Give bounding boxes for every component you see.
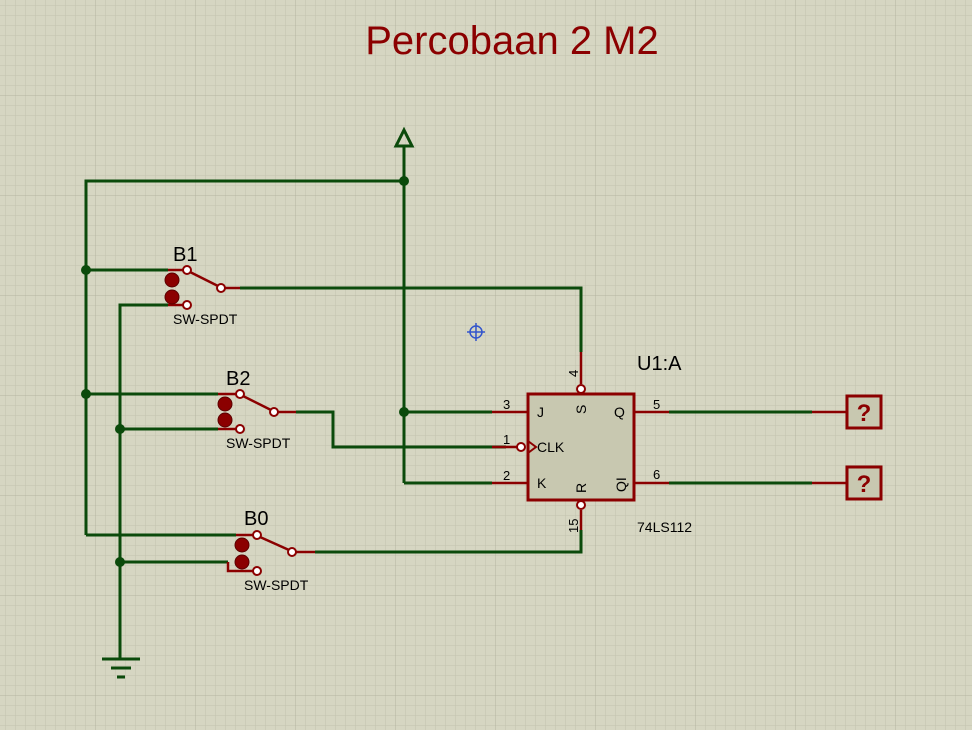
pin-name-s: S: [573, 405, 589, 414]
pin-name-j: J: [537, 404, 544, 420]
pin-number-q: 5: [653, 397, 660, 412]
probe-q-value: ?: [857, 400, 872, 427]
pin-name-k: K: [537, 475, 547, 491]
switch-b2-part: SW-SPDT: [226, 435, 291, 451]
pin-number-clk: 1: [503, 432, 510, 447]
pin-name-q: Q: [614, 404, 625, 420]
ic-body[interactable]: [526, 392, 636, 502]
junctions: [81, 176, 409, 567]
switch-b0[interactable]: B0 SW-SPDT: [226, 508, 315, 593]
ic-part-label: 74LS112: [637, 519, 692, 535]
b2-up-button-icon[interactable]: [217, 396, 233, 412]
logic-probe-q[interactable]: ?: [812, 394, 883, 430]
switch-b0-label: B0: [244, 508, 268, 530]
b2-down-button-icon[interactable]: [217, 412, 233, 428]
cursor-crosshair-icon: [467, 323, 485, 341]
ic-reference-label: U1:A: [637, 353, 682, 375]
logic-probe-qn[interactable]: ?: [812, 465, 883, 501]
probe-qn-value: ?: [857, 471, 872, 498]
pin-name-r: R: [573, 483, 589, 493]
switch-b1[interactable]: B1 SW-SPDT: [164, 244, 240, 327]
pin-number-k: 2: [503, 468, 510, 483]
b1-down-button-icon[interactable]: [164, 289, 180, 305]
power-terminal-icon[interactable]: [393, 126, 415, 148]
ic-74ls112[interactable]: 3 1 2 5 6 4 15 J CLK K Q QI S R U1:A 74L…: [492, 352, 692, 535]
pin-name-clk: CLK: [537, 439, 565, 455]
ground-terminal-icon[interactable]: [102, 657, 140, 679]
diagram-title: Percobaan 2 M2: [365, 19, 659, 63]
switch-b0-part: SW-SPDT: [244, 577, 309, 593]
pin-number-r: 15: [566, 519, 581, 533]
switch-b2[interactable]: B2 SW-SPDT: [217, 368, 296, 451]
switch-b1-part: SW-SPDT: [173, 311, 238, 327]
pin-number-s: 4: [566, 370, 581, 377]
b0-up-button-icon[interactable]: [234, 537, 250, 553]
pin-number-qn: 6: [653, 467, 660, 482]
b0-down-button-icon[interactable]: [234, 554, 250, 570]
b1-up-button-icon[interactable]: [164, 272, 180, 288]
wires: [84, 145, 812, 658]
pin-number-j: 3: [503, 397, 510, 412]
switch-b1-label: B1: [173, 244, 197, 266]
pin-name-qn: QI: [613, 477, 629, 492]
switch-b2-label: B2: [226, 368, 250, 390]
